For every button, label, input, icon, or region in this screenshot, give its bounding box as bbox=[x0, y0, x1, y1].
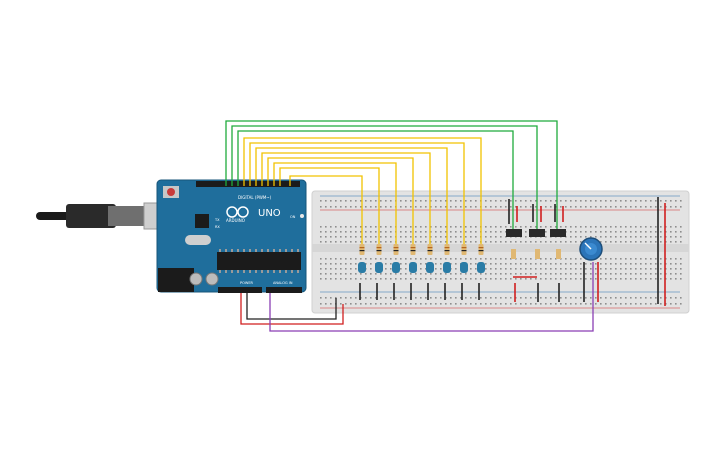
resistor[interactable] bbox=[461, 244, 467, 255]
rail-jumpers bbox=[657, 197, 666, 306]
power-header bbox=[218, 287, 262, 293]
resistor[interactable] bbox=[359, 244, 365, 255]
wires bbox=[225, 120, 594, 332]
on-led-label: ON bbox=[290, 215, 296, 219]
led-ground-legs bbox=[359, 283, 480, 300]
digital-pwm-label: DIGITAL (PWM~) bbox=[238, 195, 272, 200]
usb-chip bbox=[195, 214, 209, 228]
resistor[interactable] bbox=[427, 244, 433, 255]
breadboard[interactable] bbox=[311, 190, 690, 314]
yellow-wire-5 bbox=[267, 157, 414, 244]
led[interactable] bbox=[460, 262, 468, 273]
resistors bbox=[359, 244, 484, 255]
pushbutton-1[interactable] bbox=[506, 229, 522, 237]
power-jack bbox=[158, 268, 194, 292]
usb-cable bbox=[36, 202, 171, 230]
led[interactable] bbox=[409, 262, 417, 273]
green-wire-2 bbox=[231, 125, 538, 232]
led[interactable] bbox=[426, 262, 434, 273]
yellow-wire-2 bbox=[249, 142, 465, 244]
uno-logo: UNO bbox=[258, 208, 281, 219]
green-wire-3 bbox=[237, 130, 514, 232]
led[interactable] bbox=[477, 262, 485, 273]
resistor[interactable] bbox=[376, 244, 382, 255]
resistor[interactable] bbox=[410, 244, 416, 255]
pushbutton-3[interactable] bbox=[550, 229, 566, 237]
arduino-brand: ARDUINO bbox=[226, 218, 245, 223]
purple-analog-wire bbox=[269, 262, 594, 332]
yellow-wire-3 bbox=[255, 147, 448, 244]
resistor[interactable] bbox=[478, 244, 484, 255]
led[interactable] bbox=[443, 262, 451, 273]
pushbuttons bbox=[506, 199, 566, 302]
potentiometer[interactable] bbox=[579, 237, 603, 302]
analog-in-label: ANALOG IN bbox=[273, 281, 293, 285]
yellow-wire-7 bbox=[279, 167, 380, 244]
resistor[interactable] bbox=[444, 244, 450, 255]
black-ground-wire bbox=[246, 293, 337, 320]
led[interactable] bbox=[375, 262, 383, 273]
power-label: POWER bbox=[240, 281, 254, 285]
red-power-wire bbox=[240, 293, 344, 325]
breadboard-rail-lines bbox=[320, 195, 680, 309]
digital-header bbox=[196, 181, 300, 187]
green-wire-1 bbox=[225, 120, 558, 232]
yellow-wire-6 bbox=[273, 162, 397, 244]
infinity-logo-icon bbox=[226, 206, 249, 218]
arduino-uno-board[interactable]: UNO ARDUINO DIGITAL (PWM~) POWER ANALOG … bbox=[156, 179, 307, 293]
led[interactable] bbox=[392, 262, 400, 273]
resistor[interactable] bbox=[393, 244, 399, 255]
leds bbox=[358, 262, 485, 273]
yellow-wire-4 bbox=[261, 152, 431, 244]
tx-label: TX bbox=[214, 218, 220, 222]
yellow-wire-1 bbox=[243, 137, 482, 244]
microcontroller-chip bbox=[217, 252, 301, 270]
analog-header bbox=[266, 287, 302, 293]
led[interactable] bbox=[358, 262, 366, 273]
pushbutton-2[interactable] bbox=[529, 229, 545, 237]
crystal bbox=[185, 235, 211, 245]
yellow-wire-8 bbox=[289, 175, 363, 244]
rx-label: RX bbox=[215, 225, 220, 229]
